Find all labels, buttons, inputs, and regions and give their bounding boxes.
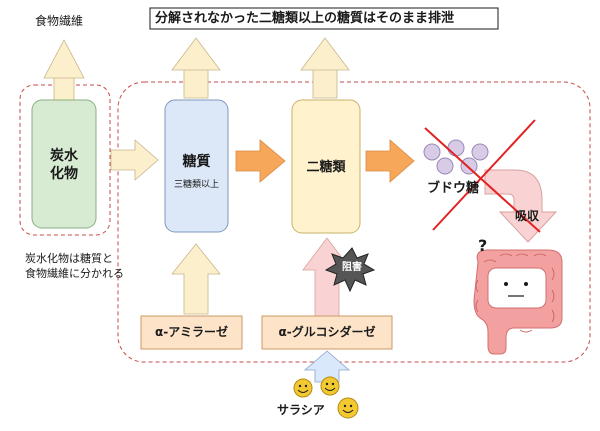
up-arrow-fiber: [43, 39, 85, 101]
up-arrow-disaccharide-excretion: [300, 37, 350, 99]
carbohydrate-label-line1: 炭水: [50, 148, 78, 164]
smiley-face-icon: [293, 376, 359, 419]
title-box: [149, 7, 499, 30]
glucosidase-box: [261, 315, 393, 350]
glucose-molecules-icon: [423, 139, 489, 175]
absorption-label: 吸収: [515, 209, 540, 223]
disaccharide-box: [291, 99, 361, 234]
carbohydrate-label-line2: 化物: [50, 166, 78, 182]
carbohydrate-box: [31, 99, 97, 229]
arrow-carb-to-sugar: [110, 139, 159, 181]
digestion-dashed-region: [117, 81, 591, 363]
red-cross-icon: [424, 119, 541, 233]
carb-split-note-line1: 炭水化物は糖質と: [25, 252, 113, 265]
arrow-sugar-to-disaccharide: [235, 139, 286, 183]
amylase-label: α-アミラーゼ: [155, 325, 228, 339]
sugar-box: [164, 99, 229, 233]
large-intestine-icon: [473, 249, 563, 355]
sugar-sub-label: 三糖類以上: [173, 180, 219, 190]
carb-split-note-line2: 食物繊維に分かれる: [25, 267, 124, 280]
absorption-arrow: [484, 169, 558, 243]
question-mark: ?: [478, 236, 488, 255]
explosion-burst-icon: [324, 247, 376, 293]
arrow-disaccharide-to-glucose: [365, 139, 415, 183]
up-arrow-sugar-excretion: [171, 37, 221, 99]
disaccharide-label: 二糖類: [306, 160, 346, 175]
dietary-fiber-label: 食物繊維: [35, 14, 84, 28]
page-title: 分解されなかった二糖類以上の糖質はそのまま排泄: [155, 11, 455, 26]
amylase-box: [140, 315, 243, 350]
arrow-amylase-to-sugar: [171, 243, 221, 315]
glucose-label: ブドウ糖: [427, 181, 480, 196]
salacia-label: サラシア: [277, 403, 325, 417]
inhibition-label: 阻害: [342, 262, 362, 273]
sugar-label: 糖質: [182, 154, 211, 170]
glucosidase-label: α-グルコシダーゼ: [278, 325, 376, 339]
